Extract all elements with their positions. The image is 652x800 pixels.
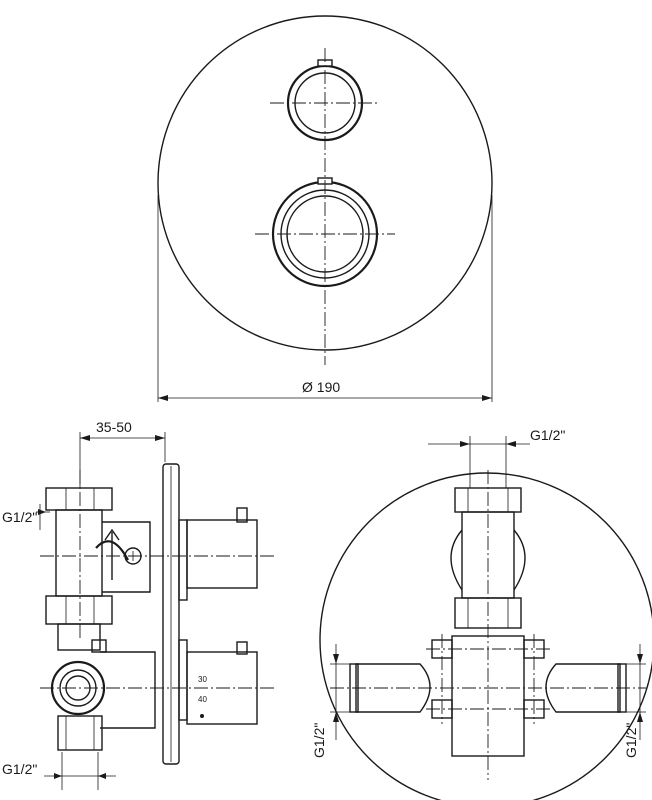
rear-side-outlets xyxy=(330,663,646,713)
front-view: Ø 190 xyxy=(157,15,493,402)
scale-mark-40: 40 xyxy=(198,695,207,704)
rear-mounting-brackets xyxy=(426,634,550,724)
diameter-label: Ø 190 xyxy=(302,379,340,395)
side-wall-plate xyxy=(162,463,188,765)
side-lower-body: 30 40 xyxy=(40,623,275,751)
side-bottom-thread-label: G1/2" xyxy=(2,761,37,777)
rear-vertical-body xyxy=(450,470,526,780)
depth-label: 35-50 xyxy=(96,419,132,435)
side-upper-body xyxy=(40,470,275,640)
side-top-thread-label: G1/2" xyxy=(2,509,37,525)
depth-dimension: 35-50 xyxy=(79,419,166,488)
rear-side-thread-labels: G1/2" G1/2" xyxy=(311,644,646,758)
rear-plate-outline xyxy=(319,472,652,800)
rear-view: G1/2" xyxy=(311,427,652,800)
side-thread-labels: G1/2" G1/2" xyxy=(2,504,116,790)
side-view: 35-50 xyxy=(2,419,275,790)
rear-top-thread-dim: G1/2" xyxy=(428,427,565,488)
diameter-dimension: Ø 190 xyxy=(157,195,493,402)
scale-mark-30: 30 xyxy=(198,675,207,684)
rear-right-thread-label: G1/2" xyxy=(623,723,639,758)
front-plate-outline xyxy=(157,15,493,351)
rear-top-thread-label: G1/2" xyxy=(530,427,565,443)
rear-left-thread-label: G1/2" xyxy=(311,723,327,758)
